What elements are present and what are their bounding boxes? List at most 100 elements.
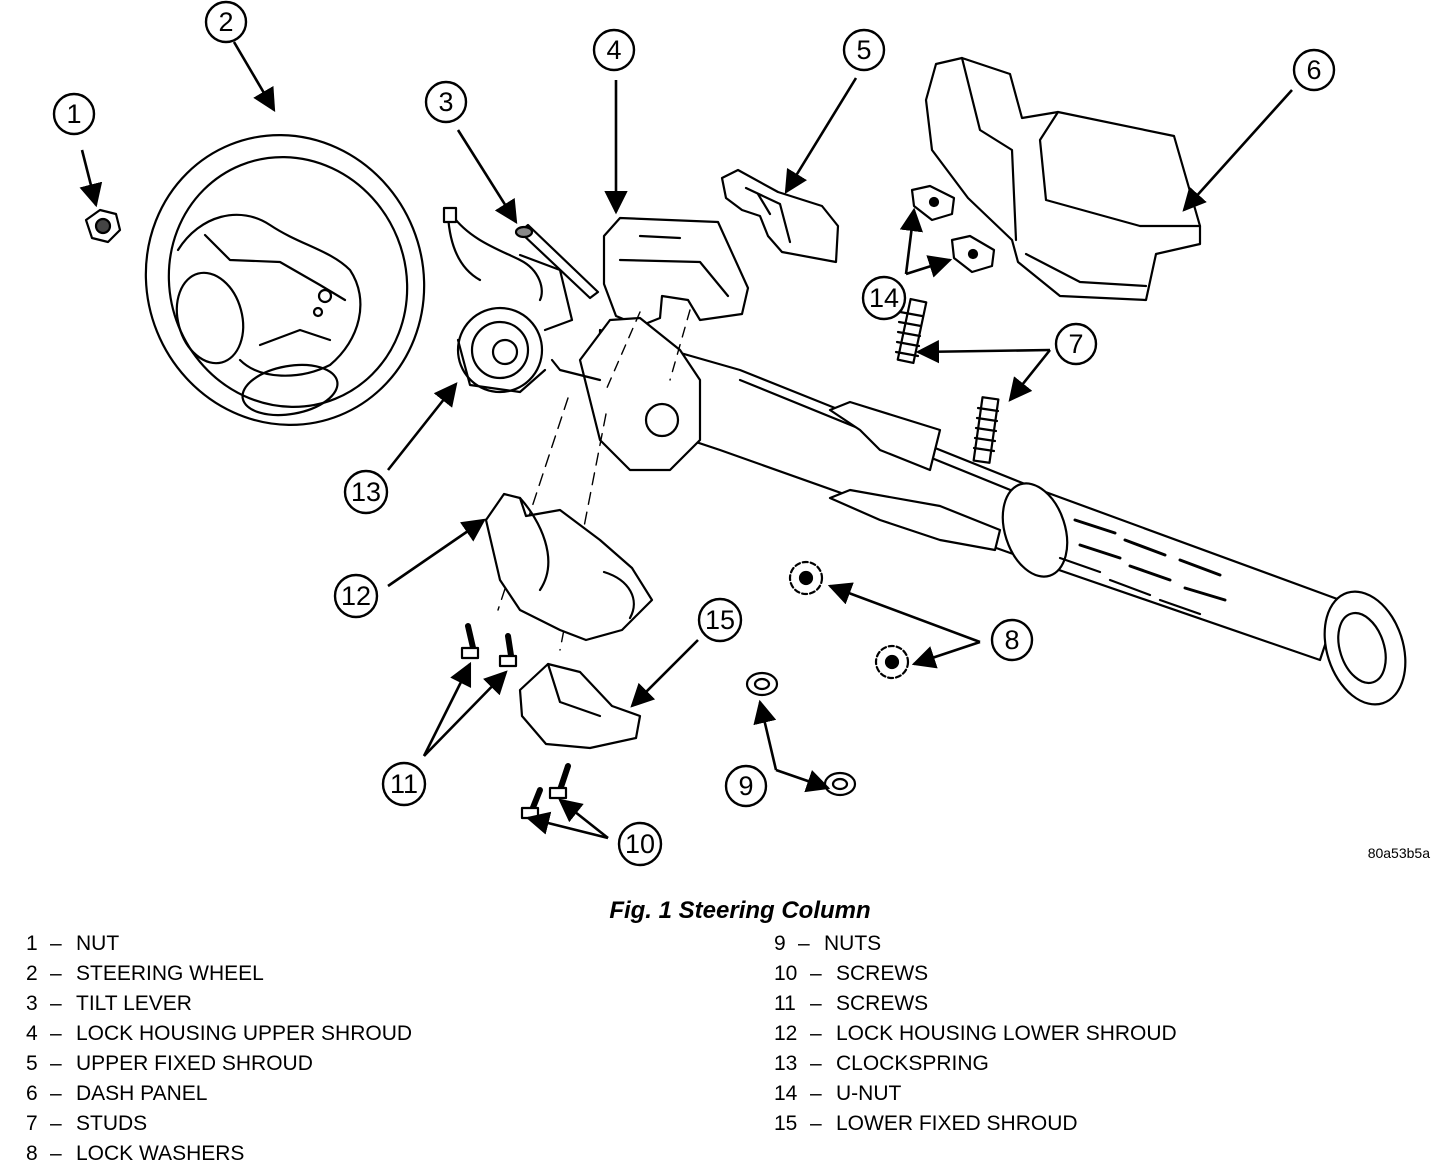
- figure-code: 80a53b5a: [1368, 845, 1431, 861]
- legend-num: 15: [774, 1112, 797, 1135]
- screws-10-part: [520, 763, 571, 820]
- legend-item: 6–DASH PANEL: [26, 1082, 208, 1105]
- leader-9b: [775, 768, 831, 793]
- screws-11-part: [460, 623, 518, 668]
- leader-13: [386, 382, 458, 471]
- legend-item: 13–CLOCKSPRING: [774, 1052, 989, 1075]
- legend-num: 7: [26, 1112, 38, 1135]
- lock-housing-upper-shroud-part: [602, 216, 750, 328]
- svg-text:10: 10: [625, 829, 655, 859]
- legend-label: UPPER FIXED SHROUD: [76, 1052, 313, 1075]
- legend-item: 12–LOCK HOUSING LOWER SHROUD: [774, 1022, 1177, 1045]
- legend-item: 2–STEERING WHEEL: [26, 962, 264, 985]
- legend-item: 11–SCREWS: [774, 992, 928, 1015]
- legend-num: 14: [774, 1082, 798, 1105]
- steering-wheel-part: [144, 133, 426, 427]
- leader-12: [387, 518, 486, 588]
- leader-9a: [753, 699, 778, 771]
- legend-label: LOWER FIXED SHROUD: [836, 1112, 1078, 1135]
- legend-label: LOCK HOUSING LOWER SHROUD: [836, 1022, 1177, 1045]
- leader-10a: [525, 811, 609, 840]
- legend-num: 4: [26, 1022, 38, 1045]
- callout-9: 9: [724, 764, 768, 808]
- legend-item: 7–STUDS: [26, 1112, 147, 1135]
- svg-text:2: 2: [218, 7, 233, 37]
- callout-5: 5: [842, 28, 886, 72]
- lower-fixed-shroud-part: [518, 662, 642, 750]
- callout-8: 8: [990, 618, 1034, 662]
- leader-8b: [911, 640, 981, 669]
- nut-part: [84, 208, 122, 244]
- legend-num: 3: [26, 992, 38, 1015]
- callout-4: 4: [592, 28, 636, 72]
- callout-10: 10: [617, 821, 663, 867]
- legend-item: 15–LOWER FIXED SHROUD: [774, 1112, 1078, 1135]
- callout-13: 13: [343, 469, 389, 515]
- callout-3: 3: [424, 80, 468, 124]
- clockspring-part: [442, 206, 574, 394]
- tilt-lever-part: [514, 223, 600, 300]
- leader-11a: [422, 661, 472, 757]
- legend-label: STUDS: [76, 1112, 147, 1135]
- svg-text:1: 1: [66, 99, 81, 129]
- svg-text:3: 3: [438, 87, 453, 117]
- leader-3: [456, 129, 518, 224]
- callout-11: 11: [381, 761, 427, 807]
- legend-item: 4–LOCK HOUSING UPPER SHROUD: [26, 1022, 412, 1045]
- lock-housing-lower-shroud-part: [484, 492, 654, 642]
- legend-label: STEERING WHEEL: [76, 962, 264, 985]
- legend-num: 9: [774, 932, 786, 955]
- leader-7a: [915, 339, 1051, 364]
- legend-num: 11: [774, 992, 796, 1015]
- leader-6: [1182, 89, 1293, 212]
- callout-6: 6: [1292, 48, 1336, 92]
- svg-text:5: 5: [856, 35, 871, 65]
- leader-8a: [827, 582, 981, 644]
- svg-text:7: 7: [1068, 329, 1083, 359]
- callout-7: 7: [1054, 322, 1098, 366]
- legend-label: LOCK WASHERS: [76, 1142, 244, 1165]
- legend-item: 5–UPPER FIXED SHROUD: [26, 1052, 313, 1075]
- upper-fixed-shroud-part: [720, 168, 840, 264]
- legend-num: 12: [774, 1022, 797, 1045]
- studs-part: [894, 297, 1000, 464]
- svg-text:4: 4: [606, 35, 621, 65]
- leader-14a: [899, 207, 923, 275]
- legend-num: 2: [26, 962, 38, 985]
- legend-label: CLOCKSPRING: [836, 1052, 989, 1075]
- legend-label: TILT LEVER: [76, 992, 192, 1015]
- leader-7b: [1008, 349, 1052, 402]
- legend-num: 8: [26, 1142, 38, 1165]
- callout-2: 2: [204, 0, 248, 44]
- lock-washers-part: [788, 560, 910, 680]
- legend-item: 1–NUT: [26, 932, 119, 955]
- callout-1: 1: [52, 92, 96, 136]
- legend-label: LOCK HOUSING UPPER SHROUD: [76, 1022, 412, 1045]
- legend-right-column: 9–NUTS 10–SCREWS 11–SCREWS 12–LOCK HOUSI…: [774, 932, 1177, 1135]
- leader-14b: [905, 255, 953, 278]
- legend-label: DASH PANEL: [76, 1082, 208, 1105]
- legend-item: 3–TILT LEVER: [26, 992, 192, 1015]
- legend-item: 10–SCREWS: [774, 962, 928, 985]
- legend-item: 14–U-NUT: [774, 1082, 901, 1105]
- legend-num: 6: [26, 1082, 38, 1105]
- legend-label: U-NUT: [836, 1082, 901, 1105]
- dash-panel-part: [924, 56, 1202, 302]
- legend-num: 5: [26, 1052, 38, 1075]
- svg-text:14: 14: [869, 283, 899, 313]
- svg-text:11: 11: [390, 769, 418, 799]
- legend-num: 1: [26, 932, 38, 955]
- steering-column-assembly: [497, 309, 1407, 706]
- leader-2: [232, 41, 276, 113]
- svg-text:15: 15: [705, 605, 735, 635]
- legend-label: NUTS: [824, 932, 881, 955]
- nuts-part: [745, 671, 857, 797]
- svg-text:9: 9: [738, 771, 753, 801]
- legend-item: 9–NUTS: [774, 932, 881, 955]
- legend-label: SCREWS: [836, 962, 928, 985]
- callout-14: 14: [861, 275, 907, 321]
- legend-label: SCREWS: [836, 992, 928, 1015]
- callout-15: 15: [697, 597, 743, 643]
- leader-11b: [423, 670, 508, 757]
